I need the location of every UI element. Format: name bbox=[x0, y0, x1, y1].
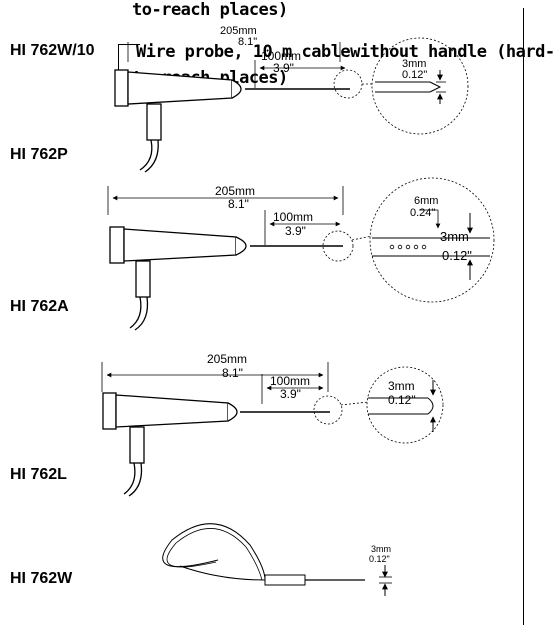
datasheet-page: to-reach places) HI 762W/10 Wire probe, … bbox=[10, 0, 555, 625]
probe-762a-tip-cone bbox=[235, 236, 247, 256]
probe-762a-cable bbox=[129, 296, 149, 331]
probe-762p-cable-sleeve bbox=[146, 103, 162, 141]
probe-762l-handle-body bbox=[115, 394, 229, 428]
probe-code-762w: HI 762W bbox=[10, 570, 73, 587]
probe-762l-tip-in: 3.9" bbox=[280, 387, 301, 401]
probe-762a-detail-mm2: 6mm bbox=[414, 195, 438, 207]
frame-right-border bbox=[523, 8, 524, 625]
frame-top-border bbox=[118, 44, 140, 45]
w10-description-line1: Wire probe, 10 m cablewithout handle (ha… bbox=[136, 42, 555, 62]
probe-code-762a: HI 762A bbox=[10, 298, 69, 315]
probe-762l-cable bbox=[123, 462, 143, 497]
probe-762p-detail-mm: 3mm bbox=[402, 58, 426, 70]
probe-762p-cable bbox=[139, 139, 159, 173]
probe-code-762l: HI 762L bbox=[10, 466, 67, 483]
probe-762l-tip-mm: 100mm bbox=[270, 374, 310, 388]
probe-762w-drawing: 3mm 0.12" bbox=[162, 523, 392, 596]
probe-762l-overall-mm: 205mm bbox=[207, 352, 247, 366]
probe-762p-overall-mm: 205mm bbox=[220, 25, 257, 37]
probe-762a-tip-mm: 100mm bbox=[273, 210, 313, 224]
probe-drawings: 3mm 0.12" 205mm 8.1" 100mm 3.9" 205mm 8.… bbox=[101, 25, 495, 596]
probe-762l-drawing: 205mm 8.1" 100mm 3.9" 3mm 0.12" bbox=[101, 352, 444, 497]
probe-762a-handle-body bbox=[123, 228, 237, 262]
probe-762p-tip-cone bbox=[231, 79, 242, 99]
probe-762p-handle-body bbox=[127, 71, 233, 105]
probe-762p-detail-in: 0.12" bbox=[402, 69, 427, 81]
probe-762a-tip-in: 3.9" bbox=[285, 224, 306, 238]
probe-762p-tip-highlight bbox=[333, 69, 363, 99]
probe-762l-tip-cone bbox=[227, 402, 238, 422]
probe-762a-overall-mm: 205mm bbox=[215, 184, 255, 198]
probe-762l-overall-in: 8.1" bbox=[222, 366, 243, 380]
probe-762a-overall-in: 8.1" bbox=[228, 197, 249, 211]
probe-762a-detail-in: 0.12" bbox=[442, 248, 472, 263]
probe-762p-tip-mm: 100mm bbox=[261, 49, 301, 63]
probe-762w-detail-in: 0.12" bbox=[369, 554, 390, 564]
header-line-top: to-reach places) bbox=[132, 0, 288, 20]
probe-762p-tip-in: 3.9" bbox=[273, 61, 294, 75]
probe-762a-drawing: 205mm 8.1" 100mm 3.9" bbox=[107, 177, 495, 331]
probe-762l-detail-circle bbox=[366, 366, 444, 444]
w10-code: HI 762W/10 bbox=[10, 42, 95, 59]
probe-762a-tip-highlight bbox=[322, 230, 354, 262]
probe-762a-detail-circle bbox=[369, 177, 495, 303]
probe-762l-detail-in: 0.12" bbox=[388, 393, 416, 407]
probe-762p-drawing: 3mm 0.12" 205mm 8.1" 100mm 3.9" bbox=[114, 25, 469, 173]
probe-762a-cable-sleeve bbox=[135, 260, 151, 298]
probe-762a-handle-cap bbox=[109, 226, 125, 264]
probe-762p-handle-cap bbox=[114, 69, 129, 107]
probe-762a-detail-in2: 0.24" bbox=[410, 207, 435, 219]
probe-762l-cable-sleeve bbox=[129, 426, 145, 464]
probe-762w-cable-coil bbox=[162, 523, 266, 581]
probe-762l-detail-mm: 3mm bbox=[388, 379, 415, 393]
frame-left-border bbox=[118, 44, 119, 80]
probe-762l-handle-cap bbox=[102, 392, 117, 430]
probe-code-762p: HI 762P bbox=[10, 146, 68, 163]
probe-762l-tip-highlight bbox=[313, 395, 343, 425]
probe-762p-detail-circle bbox=[371, 37, 469, 135]
probe-762a-detail-mm: 3mm bbox=[440, 229, 469, 244]
probe-762w-sleeve bbox=[264, 574, 306, 586]
probe-762w-detail-mm: 3mm bbox=[371, 544, 391, 554]
probe-762p-overall-in: 8.1" bbox=[238, 36, 257, 48]
